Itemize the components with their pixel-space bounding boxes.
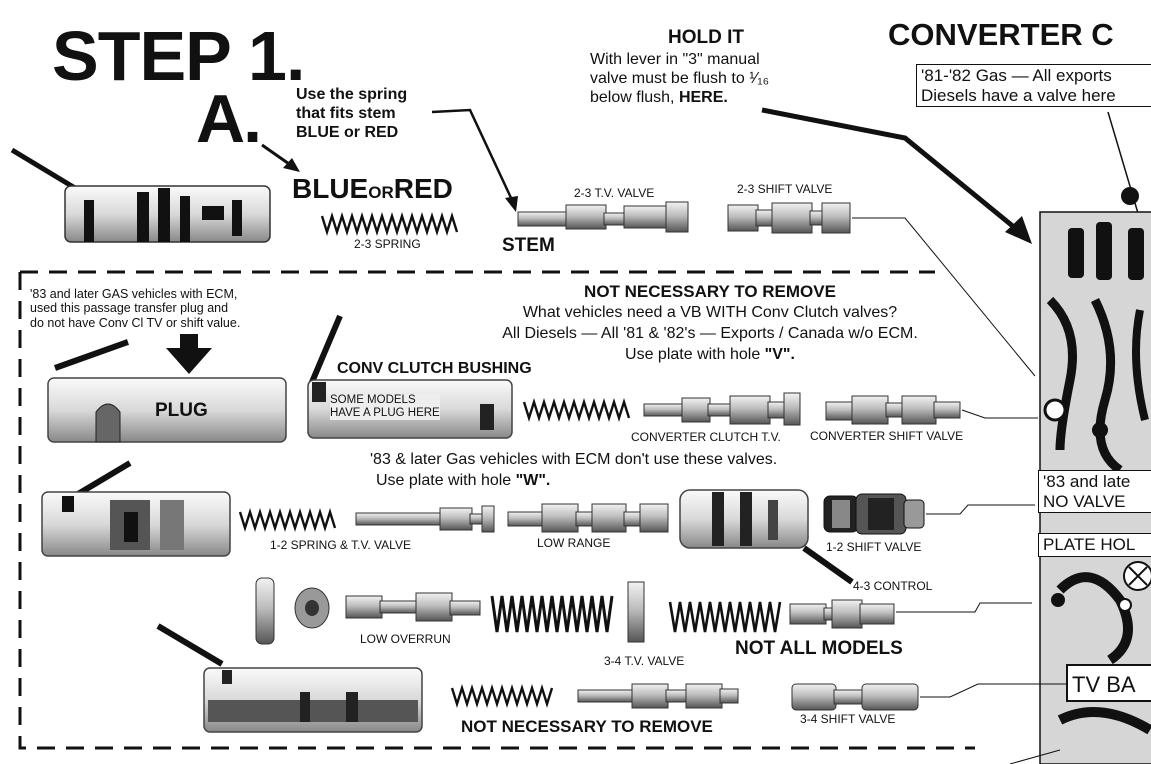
label-2-3-shift-valve: 2-3 SHIFT VALVE bbox=[737, 182, 833, 196]
tv-valve-12 bbox=[355, 505, 495, 533]
label-conv-clutch-bushing: CONV CLUTCH BUSHING bbox=[337, 360, 532, 377]
spring-note: Use the spring that fits stem BLUE or RE… bbox=[296, 86, 408, 142]
shift-valve-23 bbox=[727, 202, 851, 234]
spring-low-overrun bbox=[490, 595, 614, 633]
control-43-part bbox=[789, 599, 895, 629]
step-letter: A. bbox=[196, 81, 262, 157]
converter-clutch-tv-part bbox=[643, 392, 801, 426]
label-4-3-control: 4-3 CONTROL bbox=[853, 579, 933, 593]
label-stem: STEM bbox=[502, 235, 555, 256]
plug-part bbox=[47, 377, 287, 443]
label-2-3-spring: 2-3 SPRING bbox=[354, 237, 421, 251]
label-not-necessary-bottom: NOT NECESSARY TO REMOVE bbox=[461, 717, 713, 736]
shift-valve-12 bbox=[823, 493, 925, 535]
tv-valve-23 bbox=[517, 201, 689, 233]
not-necessary-block: NOT NECESSARY TO REMOVE What vehicles ne… bbox=[502, 282, 918, 363]
blue-or-red-label: BLUEORRED bbox=[292, 173, 453, 204]
converter-title: CONVERTER C bbox=[888, 17, 1114, 52]
spring-bottom bbox=[450, 683, 554, 709]
spring-23 bbox=[320, 211, 459, 237]
label-converter-shift-valve: CONVERTER SHIFT VALVE bbox=[810, 429, 964, 443]
low-range-part bbox=[507, 503, 669, 533]
spring-conv bbox=[522, 397, 631, 423]
label-plug: PLUG bbox=[155, 400, 208, 421]
label-3-4-tv-valve: 3-4 T.V. VALVE bbox=[604, 654, 685, 668]
label-1-2-spring-tv: 1-2 SPRING & T.V. VALVE bbox=[270, 538, 411, 552]
low-overrun-part bbox=[345, 592, 481, 622]
step-title: STEP 1. bbox=[52, 17, 305, 95]
right-box-83: '83 and late NO VALVE bbox=[1038, 470, 1151, 514]
label-low-range: LOW RANGE bbox=[537, 536, 611, 550]
dashed-frame bbox=[18, 270, 975, 750]
tv-valve-34-bottom bbox=[577, 683, 739, 709]
leader-line bbox=[10, 147, 77, 191]
tv-ba-box: TV BA bbox=[1066, 664, 1151, 702]
bore-plug-top bbox=[64, 185, 271, 243]
converter-shift-valve-part bbox=[825, 395, 961, 425]
gas-note: '83 & later Gas vehicles with ECM don't … bbox=[370, 451, 778, 489]
washer-part bbox=[294, 587, 330, 629]
label-not-all-models: NOT ALL MODELS bbox=[735, 638, 903, 659]
label-low-overrun: LOW OVERRUN bbox=[360, 632, 451, 646]
label-converter-clutch-tv: CONVERTER CLUTCH T.V. bbox=[631, 430, 781, 444]
label-1-2-shift-valve: 1-2 SHIFT VALVE bbox=[826, 540, 922, 554]
label-3-4-shift-valve: 3-4 SHIFT VALVE bbox=[800, 712, 896, 726]
spring-34 bbox=[668, 601, 782, 633]
spring-12 bbox=[238, 507, 337, 533]
pin-part bbox=[255, 577, 275, 645]
plate-hole-box: PLATE HOL bbox=[1038, 533, 1151, 557]
bore-plug-bottom bbox=[203, 667, 423, 733]
tv-valve-34-part bbox=[627, 581, 645, 643]
label-some-models: SOME MODELS HAVE A PLUG HERE bbox=[330, 394, 440, 421]
bore-plug-mid bbox=[41, 491, 231, 557]
hold-it-note: HOLD IT With lever in "3" manual valve m… bbox=[590, 27, 770, 107]
ecm-note: '83 and later GAS vehicles with ECM, use… bbox=[30, 287, 241, 330]
label-2-3-tv-valve: 2-3 T.V. VALVE bbox=[574, 186, 655, 200]
shift-valve-34 bbox=[791, 683, 919, 711]
sleeve-part bbox=[679, 489, 809, 549]
converter-box: '81-'82 Gas — All exports Diesels have a… bbox=[916, 64, 1151, 108]
